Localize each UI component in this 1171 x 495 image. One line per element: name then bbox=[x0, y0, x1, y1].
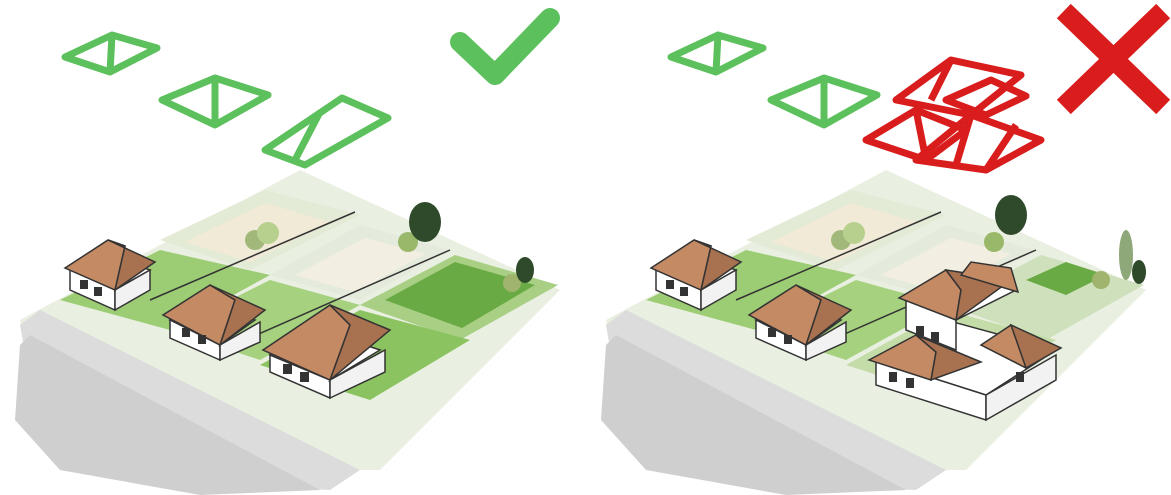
roof-outline-large bbox=[265, 98, 388, 165]
approved-panel bbox=[0, 0, 585, 495]
tree-right-a bbox=[1092, 271, 1110, 289]
approved-scene bbox=[0, 0, 585, 495]
tree-dark bbox=[995, 195, 1027, 235]
tree-right-dark bbox=[516, 257, 534, 283]
rejected-scene bbox=[586, 0, 1171, 495]
roof-outline-medium bbox=[771, 78, 877, 125]
tree-tall-right bbox=[1119, 230, 1133, 280]
tree-dark bbox=[409, 202, 441, 242]
check-mark-icon bbox=[460, 18, 550, 75]
roof-outline-small bbox=[671, 35, 763, 72]
tree-right-dark bbox=[1132, 260, 1146, 284]
tree-mid bbox=[984, 232, 1004, 252]
rejected-panel bbox=[586, 0, 1171, 495]
tree-left-b bbox=[843, 222, 865, 244]
x-mark-icon bbox=[1071, 18, 1156, 100]
roof-outline-medium bbox=[162, 78, 268, 125]
tree-left-b bbox=[257, 222, 279, 244]
roof-outline-oversized bbox=[866, 60, 1041, 170]
roof-outline-small bbox=[65, 35, 157, 72]
